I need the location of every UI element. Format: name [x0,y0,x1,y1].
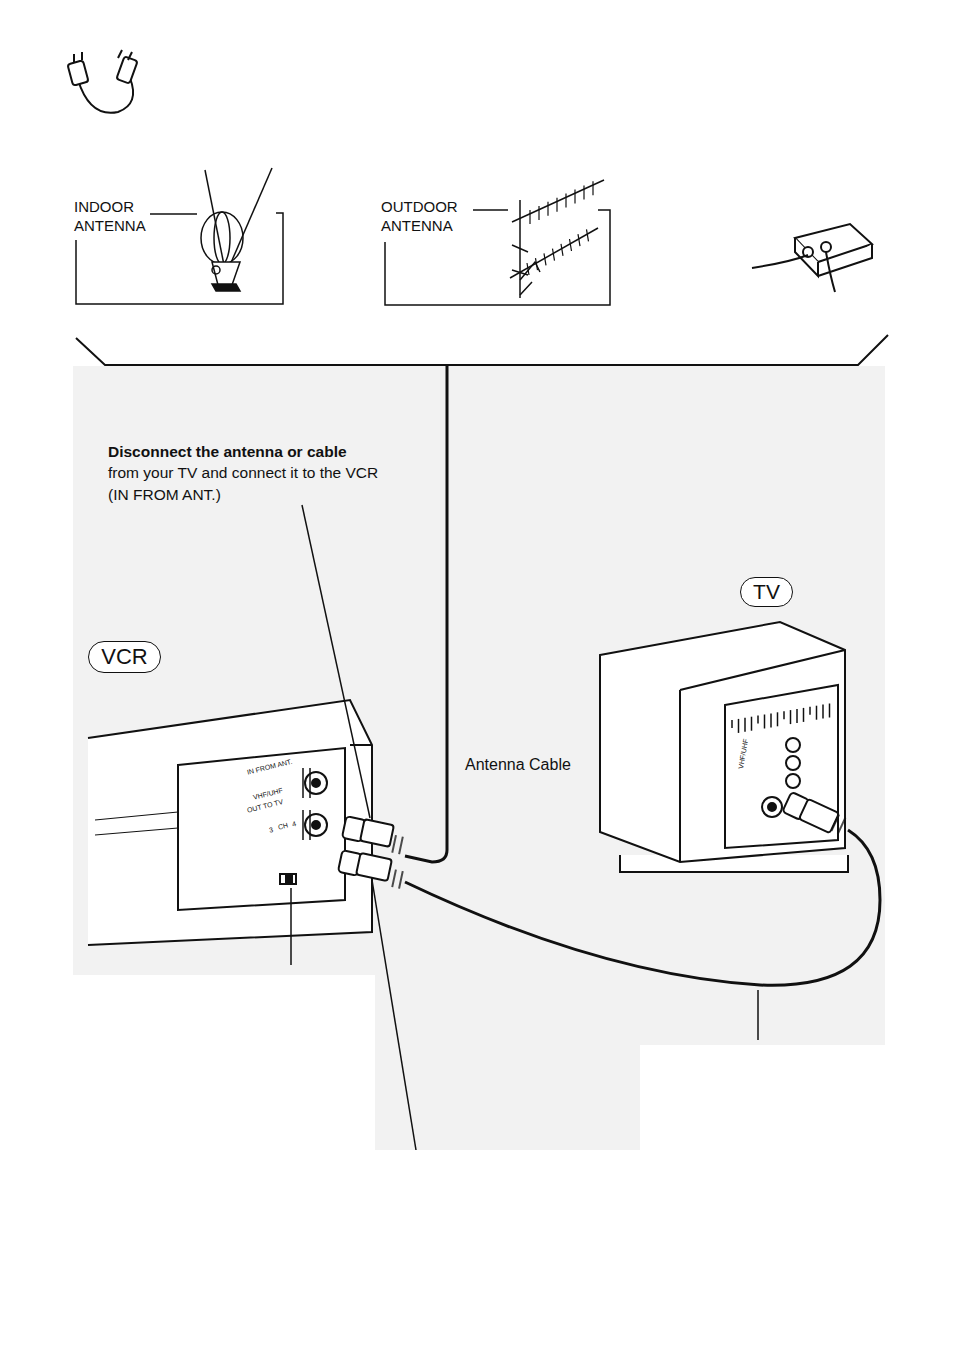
antenna-elements [527,181,593,275]
cable-icon [67,50,137,113]
tv-body [600,622,848,872]
leader-line [150,213,197,215]
device-label: VCR [88,641,161,673]
antenna-box: OUTDOOR ANTENNA [379,198,521,236]
bracket [76,335,888,365]
device-label: TV [740,577,793,607]
device-name: TV [751,579,782,605]
antenna-label: INDOOR ANTENNA [74,198,204,236]
tv-vents [732,704,830,733]
cable-label: Antenna Cable [465,754,571,776]
instruction-text: from your TV and connect it to the VCR (… [108,462,390,505]
antenna-cable [405,365,447,862]
instruction-heading: Disconnect the antenna or cable [108,441,347,463]
background-panel [73,366,885,1150]
antenna-box: INDOOR ANTENNA [72,198,204,236]
leader-line [473,209,508,211]
vcr-body [88,700,372,945]
indoor-antenna [201,168,272,291]
leader-line [291,505,758,1150]
rf-cable [405,830,880,985]
cable-outlet [752,224,872,292]
coax-plug [782,792,849,836]
outdoor-antenna [510,180,604,298]
coax-plug [338,816,408,889]
device-name: VCR [101,643,148,671]
antenna-label: OUTDOOR ANTENNA [381,198,521,236]
